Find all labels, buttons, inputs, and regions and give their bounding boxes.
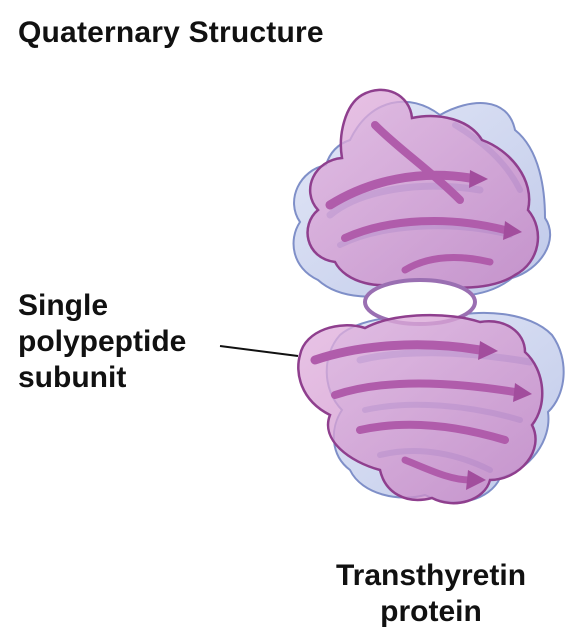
subunit-label-line-1: Single [18,289,109,322]
subunit-label: Single polypeptide subunit [18,288,186,396]
magenta-subunit-bottom [297,313,544,505]
protein-label-line-1: Transthyretin [335,559,527,592]
magenta-subunit-top [306,88,540,289]
protein-label-line-2: protein [380,595,482,628]
figure-title: Quaternary Structure [18,16,324,49]
subunit-leader-line [219,345,299,357]
subunit-label-line-3: subunit [18,361,127,394]
protein-label: Transthyretin protein [300,558,562,630]
subunit-label-line-2: polypeptide [18,325,187,358]
